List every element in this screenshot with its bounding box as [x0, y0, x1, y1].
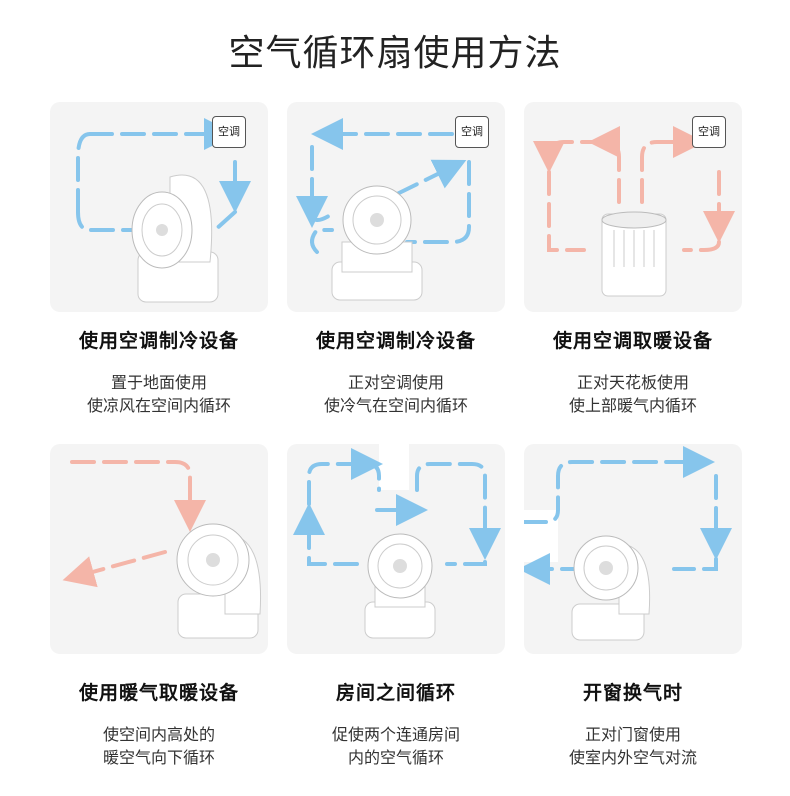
fan-icon [601, 211, 667, 297]
card-caption-6: 开窗换气时 正对门窗使用 使室内外空气对流 [513, 678, 753, 769]
airflow-illustration-5 [293, 444, 501, 639]
airflow-illustration-3 [533, 126, 735, 297]
fan-icon [364, 533, 436, 639]
card-description-line: 使室内外空气对流 [568, 748, 697, 767]
card-caption-1: 使用空调制冷设备 置于地面使用 使凉风在空间内循环 [39, 326, 279, 417]
card-caption-4: 使用暖气取暖设备 使空间内高处的 暖空气向下循环 [39, 678, 279, 769]
card-description: 置于地面使用 使凉风在空间内循环 [39, 371, 279, 417]
fan-icon [571, 535, 651, 641]
card-description-line: 促使两个连通房间 [331, 725, 460, 744]
airflow-illustration-4 [62, 460, 262, 639]
card-heading: 使用空调制冷设备 [315, 330, 476, 352]
usage-card-1: 空调 [50, 102, 268, 312]
airflow-illustration-1 [76, 118, 251, 303]
air-conditioner-label: 空调 [692, 116, 726, 148]
card-description-line: 正对门窗使用 [584, 725, 681, 744]
airflow-illustration-6 [524, 446, 732, 641]
usage-card-2: 空调 [287, 102, 505, 312]
fan-icon [176, 523, 262, 639]
card-description: 使空间内高处的 暖空气向下循环 [39, 723, 279, 769]
card-description-line: 使冷气在空间内循环 [323, 396, 468, 415]
air-conditioner-label: 空调 [455, 116, 489, 148]
usage-card-6 [524, 444, 742, 654]
fan-icon [331, 185, 423, 301]
usage-card-3: 空调 [524, 102, 742, 312]
airflow-illustration-2 [296, 118, 471, 301]
card-description: 促使两个连通房间 内的空气循环 [276, 723, 516, 769]
card-description-line: 使上部暖气内循环 [568, 396, 697, 415]
card-description: 正对天花板使用 使上部暖气内循环 [513, 371, 753, 417]
card-description-line: 使空间内高处的 [102, 725, 215, 744]
card-heading: 开窗换气时 [582, 682, 683, 704]
card-description-line: 正对天花板使用 [576, 373, 689, 392]
card-description-line: 暖空气向下循环 [102, 748, 215, 767]
fan-icon [131, 174, 219, 303]
card-description: 正对空调使用 使冷气在空间内循环 [276, 371, 516, 417]
card-heading: 房间之间循环 [335, 682, 456, 704]
card-description-line: 正对空调使用 [347, 373, 444, 392]
usage-card-5 [287, 444, 505, 654]
card-caption-2: 使用空调制冷设备 正对空调使用 使冷气在空间内循环 [276, 326, 516, 417]
card-heading: 使用暖气取暖设备 [78, 682, 239, 704]
card-description-line: 使凉风在空间内循环 [86, 396, 231, 415]
card-caption-5: 房间之间循环 促使两个连通房间 内的空气循环 [276, 678, 516, 769]
card-description-line: 内的空气循环 [347, 748, 444, 767]
page-title: 空气循环扇使用方法 [228, 33, 562, 74]
card-caption-3: 使用空调取暖设备 正对天花板使用 使上部暖气内循环 [513, 326, 753, 417]
card-heading: 使用空调取暖设备 [552, 330, 713, 352]
air-conditioner-label: 空调 [212, 116, 246, 148]
usage-card-4 [50, 444, 268, 654]
card-heading: 使用空调制冷设备 [78, 330, 239, 352]
card-description-line: 置于地面使用 [110, 373, 207, 392]
card-description: 正对门窗使用 使室内外空气对流 [513, 723, 753, 769]
